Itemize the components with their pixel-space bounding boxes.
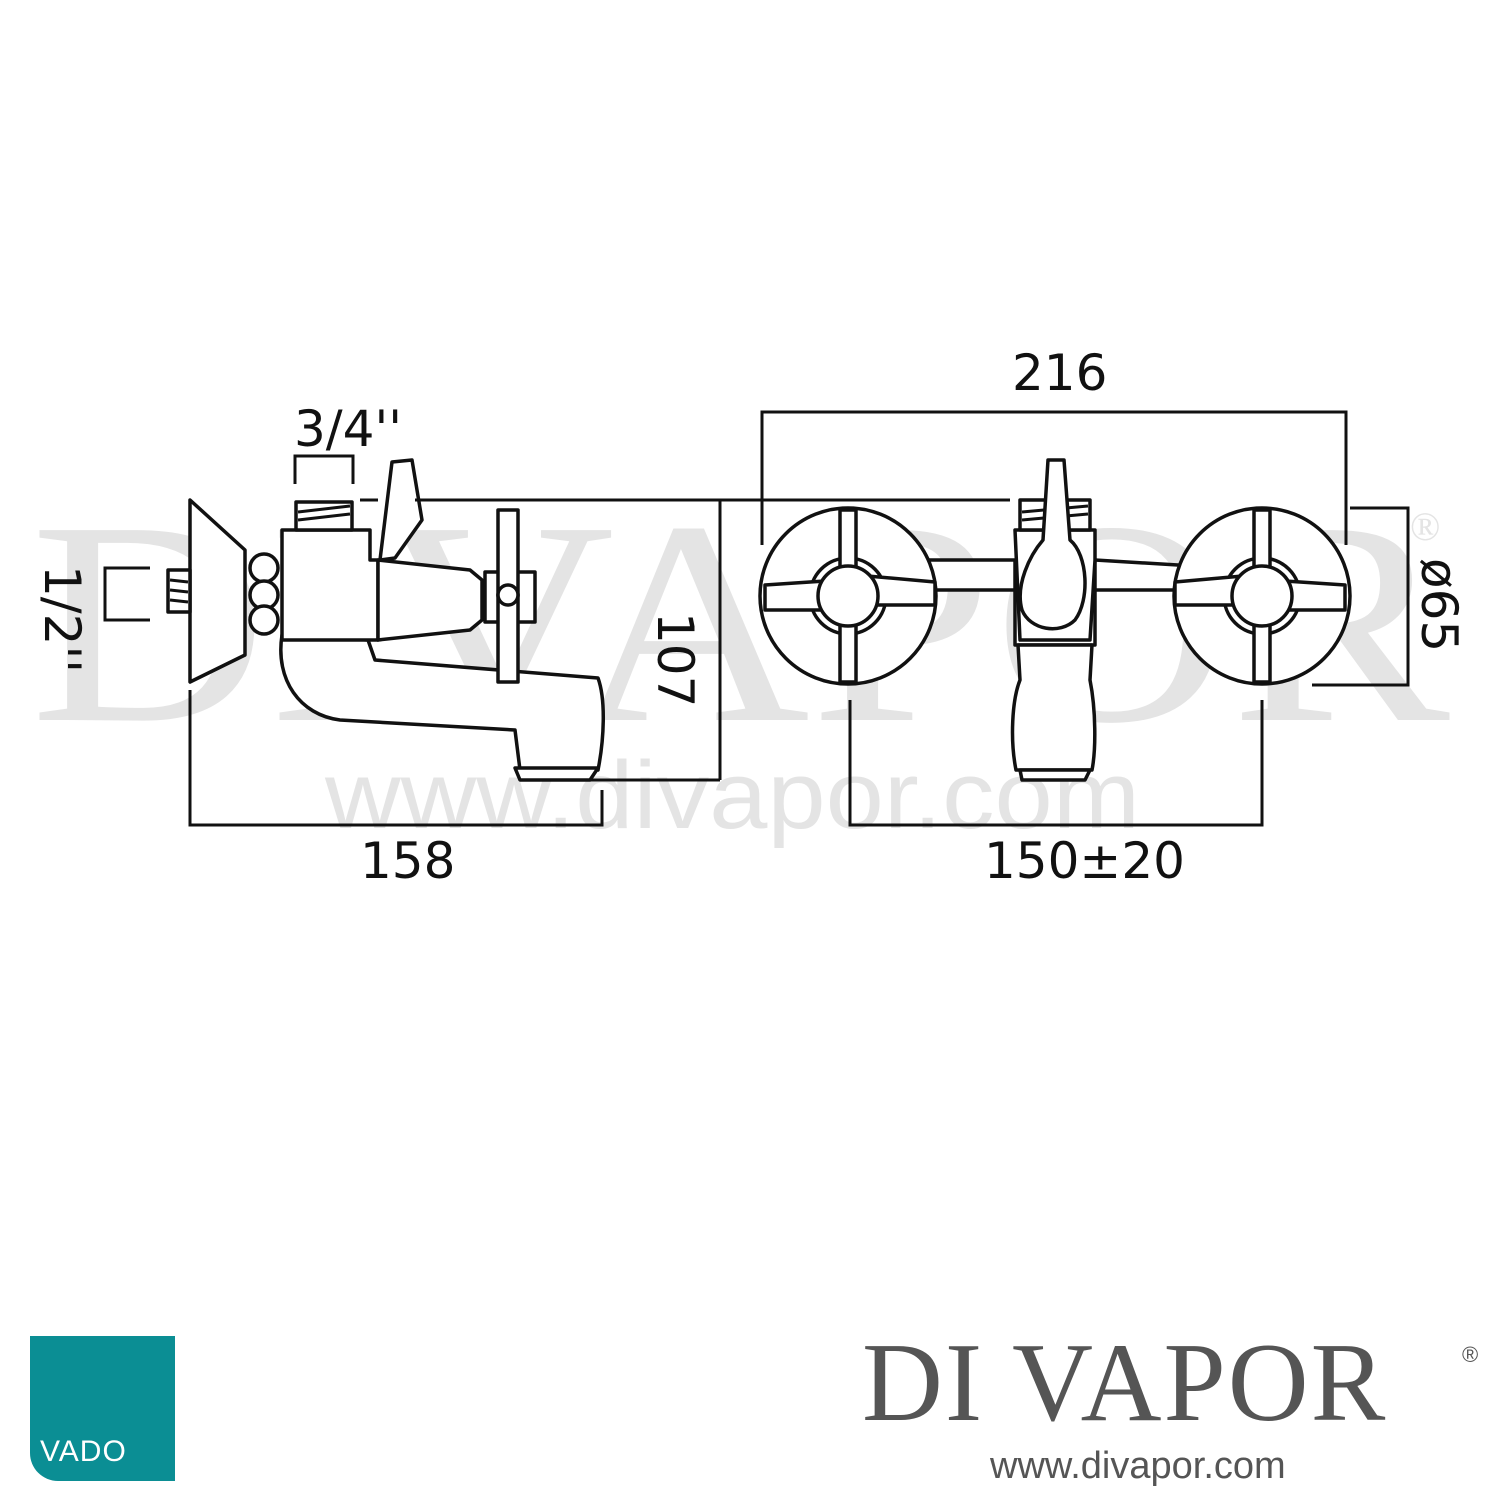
projection-dimension-line <box>188 690 604 827</box>
vado-logo: VADO <box>30 1336 175 1481</box>
nut-top <box>248 552 280 584</box>
overall-width-label: 216 <box>1012 344 1107 402</box>
front-diverter <box>1018 458 1087 631</box>
watermark-reg: ® <box>1410 504 1440 549</box>
vado-logo-background <box>30 1336 175 1481</box>
vado-logo-text: VADO <box>40 1435 127 1468</box>
divapor-url: www.divapor.com <box>990 1445 1286 1487</box>
watermark-url: www.divapor.com <box>324 742 1140 849</box>
centres-label: 150±20 <box>984 832 1185 890</box>
spout-tip <box>513 766 600 782</box>
divapor-logo: DI VAPOR <box>862 1321 1388 1445</box>
outlet-bracket <box>293 454 355 484</box>
front-view <box>720 410 1410 827</box>
handle-diameter-label: ø65 <box>1410 558 1468 652</box>
diameter-dimension-line <box>1312 506 1410 687</box>
centres-dimension-line <box>848 700 1264 827</box>
diverter-lever <box>378 458 424 562</box>
height-label: 107 <box>646 612 704 707</box>
mixer-body <box>280 528 380 642</box>
projection-label: 158 <box>360 832 455 890</box>
outlet-thread-label: 3/4'' <box>294 400 402 458</box>
inlet-thread-label: 1/2'' <box>33 565 91 673</box>
divapor-reg-mark: ® <box>1462 1342 1479 1367</box>
nut-bottom <box>248 604 280 636</box>
inlet-bracket <box>103 566 150 622</box>
wall-flange <box>188 498 247 684</box>
front-spout <box>1010 643 1097 772</box>
side-view <box>103 454 722 827</box>
width-dimension-line <box>760 410 1348 545</box>
handle-stem <box>376 558 484 642</box>
